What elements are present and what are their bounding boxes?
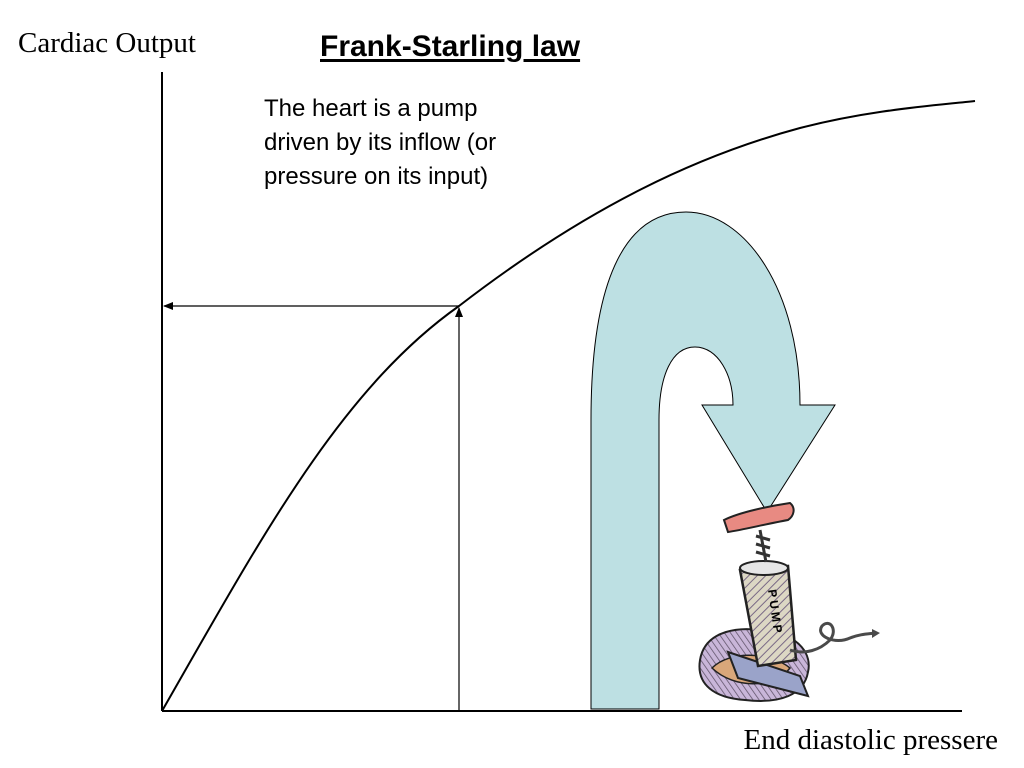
note-line: The heart is a pump: [264, 95, 478, 122]
pump-label: PUMP: [765, 588, 785, 636]
note-line: pressure on its input): [264, 163, 489, 190]
page-title: Frank-Starling law: [320, 30, 581, 63]
flow-arrow-icon: [590, 211, 836, 710]
y-axis-label: Cardiac Output: [18, 27, 196, 59]
note-text: The heart is a pump driven by its inflow…: [264, 92, 496, 194]
note-line: driven by its inflow (or: [264, 129, 497, 156]
x-axis-label: End diastolic pressere: [743, 724, 998, 756]
pump-icon: [698, 501, 880, 702]
starling-curve: [161, 100, 976, 712]
